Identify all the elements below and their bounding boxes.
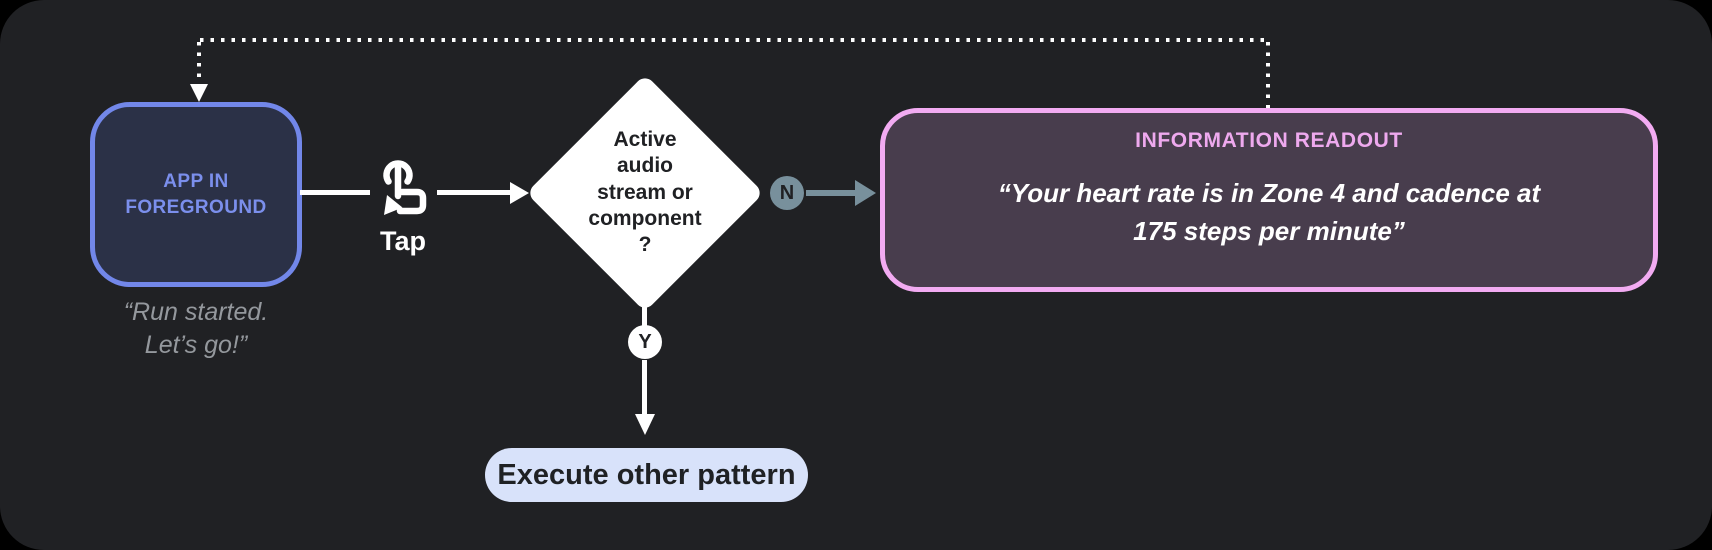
tap-gesture-icon [383, 160, 427, 215]
feedback-dotted-line-left-vertical [197, 42, 201, 84]
app-caption-quote: “Run started. Let’s go!” [123, 298, 269, 359]
connector-app-to-tap [300, 190, 370, 195]
information-readout-quote: “Your heart rate is in Zone 4 and cadenc… [997, 178, 1541, 246]
branch-no-badge: N [770, 176, 804, 210]
feedback-dotted-line-horizontal [200, 38, 1268, 42]
branch-yes-badge: Y [628, 325, 662, 359]
arrowhead-into-readout-icon [855, 180, 876, 206]
execute-other-pattern-node: Execute other pattern [485, 448, 808, 502]
execute-other-pattern-label: Execute other pattern [497, 458, 796, 491]
feedback-arrowhead-icon [190, 84, 208, 102]
information-readout-title: INFORMATION READOUT [1135, 129, 1403, 152]
information-readout-node: INFORMATION READOUT “Your heart rate is … [880, 108, 1658, 292]
connector-yes-to-pill [642, 360, 647, 416]
tap-label: Tap [380, 226, 426, 256]
connector-no-to-readout [806, 190, 858, 196]
decision-question: Active audio stream or component ? [588, 128, 702, 256]
arrowhead-into-decision-icon [510, 182, 529, 204]
feedback-dotted-line-right-vertical [1266, 42, 1270, 108]
connector-tap-to-decision [437, 190, 515, 195]
connector-decision-to-yes [642, 304, 647, 326]
app-in-foreground-node: APP IN FOREGROUND [90, 102, 302, 287]
app-in-foreground-label: APP IN FOREGROUND [125, 170, 267, 218]
arrowhead-into-pill-icon [635, 414, 655, 435]
